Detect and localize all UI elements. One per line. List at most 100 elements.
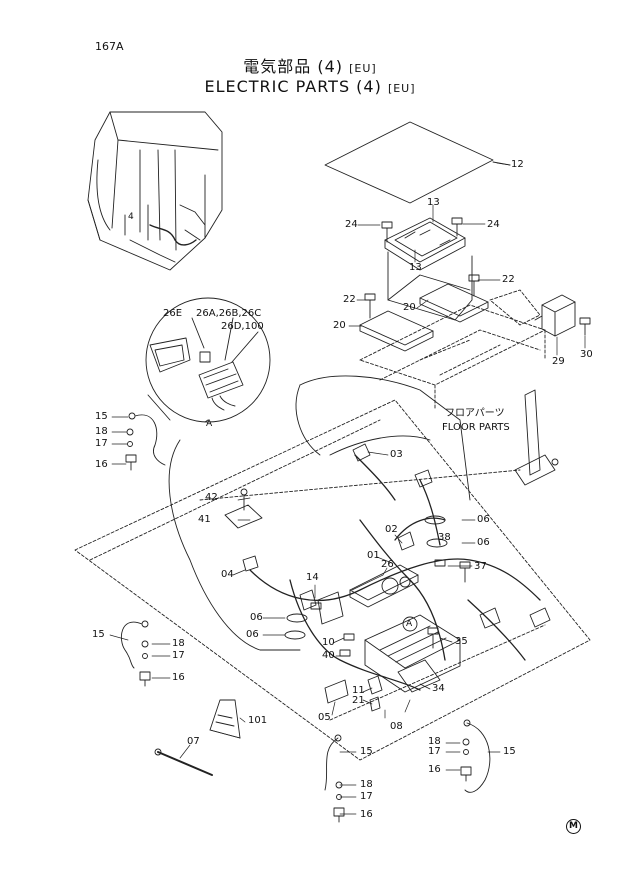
part-label-15: 15 (92, 629, 105, 640)
part-label-26d-100: 26D,100 (221, 321, 264, 332)
part-label-38: 38 (438, 532, 451, 543)
control-box-a-callout: A (406, 619, 413, 629)
part-label-24: 24 (345, 219, 358, 230)
part-label-20: 20 (403, 302, 416, 313)
bolt-30 (579, 317, 591, 336)
part-label-30: 30 (580, 349, 593, 360)
part-label-18: 18 (172, 638, 185, 649)
part-label-14: 14 (306, 572, 319, 583)
part-label-101: 101 (248, 715, 268, 726)
part-label-26e: 26E (163, 308, 183, 319)
controller-unit (384, 217, 473, 321)
part-label-26a-26b-26c: 26A,26B,26C (196, 308, 262, 319)
part-label-34: 34 (432, 683, 445, 694)
title-english: ELECTRIC PARTS (4) [EU] (0, 77, 620, 96)
part-label-16: 16 (95, 459, 108, 470)
part-label-15: 15 (95, 411, 108, 422)
ground-wire-cluster-left (121, 620, 151, 687)
part-label-29: 29 (552, 356, 565, 367)
support-post (514, 389, 559, 486)
title-japanese: 電気部品 (4) [EU] (0, 53, 620, 77)
bolts-10-40-14 (310, 602, 355, 657)
bolts-37-38 (434, 559, 471, 583)
bracket-20-lower (359, 310, 434, 352)
maker-mark-icon: M (566, 819, 581, 834)
bolt-22-right (468, 274, 480, 297)
floor-frame (359, 289, 546, 411)
part-label-08: 08 (390, 721, 403, 732)
part-label-06: 06 (246, 629, 259, 640)
part-label-16: 16 (172, 672, 185, 683)
part-label-16: 16 (360, 809, 373, 820)
part-label-15: 15 (360, 746, 373, 757)
part-label-41: 41 (198, 514, 211, 525)
part-label-20: 20 (333, 320, 346, 331)
part-label-17: 17 (95, 438, 108, 449)
bracket-20-upper (419, 283, 489, 323)
part-label-18: 18 (360, 779, 373, 790)
title-japanese-region-tag: [EU] (349, 62, 377, 75)
part-label-26: 26 (381, 559, 394, 570)
cab-ref-callout: 4 (128, 212, 134, 222)
part-label-12: 12 (511, 159, 524, 170)
title-english-text: ELECTRIC PARTS (4) (204, 77, 382, 96)
part-label-10: 10 (322, 637, 335, 648)
bolt-24-left (381, 221, 393, 243)
harness-clamps (284, 515, 448, 640)
part-label-35: 35 (455, 636, 468, 647)
cable-duct-26 (349, 564, 419, 608)
part-label-01: 01 (367, 550, 380, 561)
part-label-22: 22 (343, 294, 356, 305)
part-label-18: 18 (428, 736, 441, 747)
floor-parts-label-en: FLOOR PARTS (442, 422, 510, 433)
bracket-05 (324, 679, 349, 704)
relay-34-35 (397, 627, 441, 693)
part-label-06: 06 (477, 514, 490, 525)
ground-wire-cluster-bottom-center (324, 734, 345, 823)
title-japanese-text: 電気部品 (4) (243, 57, 344, 76)
part-label-22: 22 (502, 274, 515, 285)
part-label-02: 02 (385, 524, 398, 535)
part-label-17: 17 (172, 650, 185, 661)
part-label-05: 05 (318, 712, 331, 723)
cab-sketch (87, 111, 223, 271)
part-label-13: 13 (427, 197, 440, 208)
part-label-40: 40 (322, 650, 335, 661)
floor-parts-label-jp: フロアパーツ (445, 408, 505, 419)
lever-41-42 (224, 488, 263, 529)
bolt-24-right (451, 217, 463, 237)
part-label-16: 16 (428, 764, 441, 775)
part-label-18: 18 (95, 426, 108, 437)
operator-console-outline (168, 375, 471, 651)
part-label-17: 17 (360, 791, 373, 802)
part-label-15: 15 (503, 746, 516, 757)
ground-wire-cluster-upper-left (125, 412, 166, 471)
floor-mat (324, 121, 511, 204)
part-label-06: 06 (477, 537, 490, 548)
detail-a-callout: A (206, 419, 213, 429)
part-label-17: 17 (428, 746, 441, 757)
leader-lines (109, 162, 586, 815)
part-label-04: 04 (221, 569, 234, 580)
part-label-03: 03 (390, 449, 403, 460)
part-label-11: 11 (352, 685, 365, 696)
relay-29 (534, 294, 576, 337)
sticker-101 (209, 699, 241, 739)
part-label-13: 13 (409, 262, 422, 273)
part-label-06: 06 (250, 612, 263, 623)
part-label-21: 21 (352, 695, 365, 706)
part-label-37: 37 (474, 561, 487, 572)
cable-tie-07 (154, 748, 213, 776)
title-english-region-tag: [EU] (387, 82, 416, 95)
control-box-a (364, 614, 461, 693)
main-wire-harness (249, 454, 541, 691)
bolt-22-left (364, 293, 376, 319)
part-label-07: 07 (187, 736, 200, 747)
part-label-24: 24 (487, 219, 500, 230)
hinges-11-21 (367, 675, 383, 712)
detail-a-circle (145, 297, 271, 423)
connectors (242, 443, 551, 629)
page-code: 167A (95, 40, 124, 53)
